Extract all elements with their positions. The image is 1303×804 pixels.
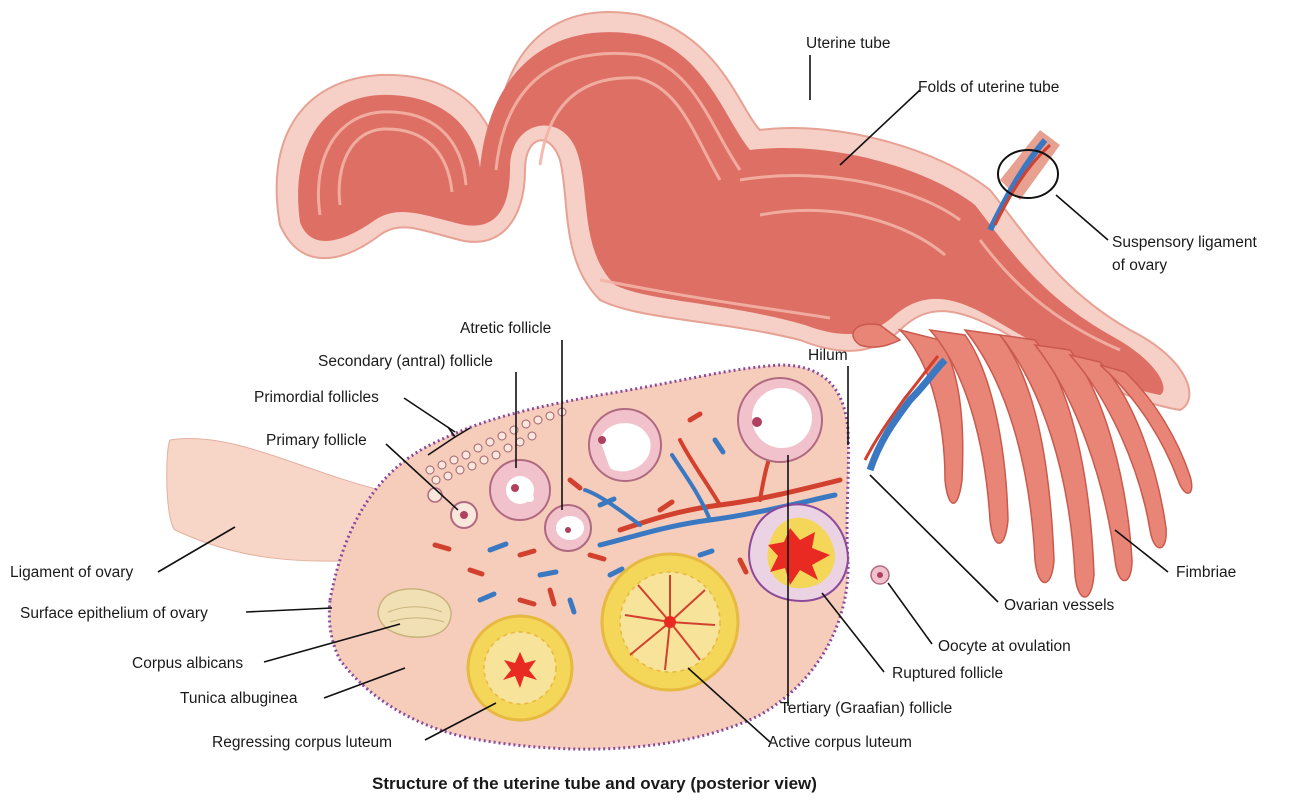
active-corpus-luteum [602,554,738,690]
label-ruptured-follicle: Ruptured follicle [892,665,1003,682]
label-oocyte-at-ovulation: Oocyte at ovulation [938,638,1071,655]
label-hilum: Hilum [808,347,848,364]
label-ovarian-vessels: Ovarian vessels [1004,597,1115,614]
suspensory-ligament [990,130,1060,230]
label-primordial-follicles: Primordial follicles [254,389,379,406]
label-corpus-albicans: Corpus albicans [132,655,243,672]
corpus-albicans [378,589,451,637]
label-suspensory-ligament: Suspensory ligament [1112,234,1257,251]
label-suspensory-ligament-2: of ovary [1112,257,1167,274]
regressing-corpus-luteum [468,616,572,720]
label-active-corpus-luteum: Active corpus luteum [768,734,912,751]
tertiary-follicle [738,378,822,462]
diagram-title: Structure of the uterine tube and ovary … [372,774,817,793]
label-fimbriae: Fimbriae [1176,564,1236,581]
label-folds-of-uterine-tube: Folds of uterine tube [918,79,1059,96]
label-secondary-follicle: Secondary (antral) follicle [318,353,493,370]
label-surface-epithelium: Surface epithelium of ovary [20,605,208,622]
secondary-follicle [490,460,550,520]
label-uterine-tube: Uterine tube [806,35,890,52]
growing-follicle [589,409,661,481]
label-tunica-albuginea: Tunica albuginea [180,690,298,707]
oocyte [871,566,889,584]
label-primary-follicle: Primary follicle [266,432,367,449]
ovarian-vessels-hilum [865,356,945,470]
label-ligament-of-ovary: Ligament of ovary [10,564,133,581]
atretic-follicle [545,505,591,551]
label-atretic-follicle: Atretic follicle [460,320,551,337]
label-regressing-corpus-luteum: Regressing corpus luteum [212,734,392,751]
label-tertiary-follicle: Tertiary (Graafian) follicle [780,700,952,717]
